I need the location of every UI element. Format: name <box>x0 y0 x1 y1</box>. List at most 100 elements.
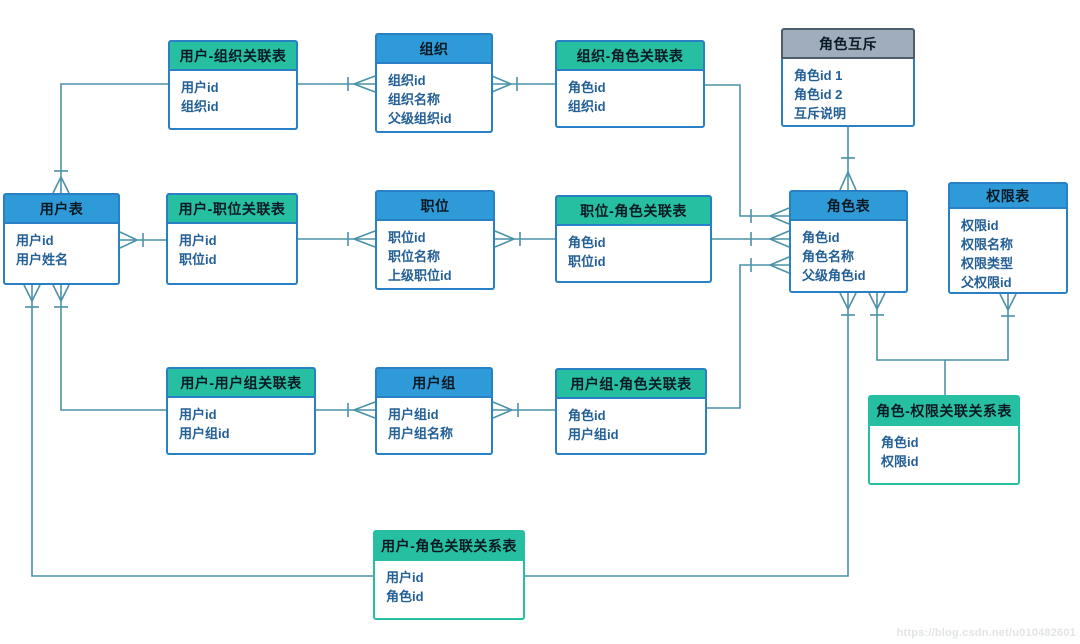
field: 角色id <box>568 80 606 95</box>
crow-foot-marker <box>353 83 376 93</box>
field: 父权限id <box>961 275 1012 290</box>
field: 职位id <box>179 252 217 267</box>
entity-title-user-group: 用户组 <box>375 367 493 398</box>
connector-perm-to-roleperm <box>945 294 1009 361</box>
field: 组织名称 <box>388 92 441 107</box>
field: 角色id <box>881 435 919 450</box>
crow-foot-marker <box>353 75 376 85</box>
crow-foot-marker <box>999 293 1009 311</box>
crow-foot-marker <box>769 238 790 248</box>
crow-foot-marker <box>491 75 512 85</box>
entity-user-group: 用户组用户组id 用户组名称 <box>375 367 493 455</box>
entity-user-role-assoc: 用户-角色关联关系表用户id 角色id <box>373 530 525 620</box>
entity-title-org: 组织 <box>375 33 493 64</box>
crow-foot-marker <box>769 230 790 240</box>
field: 职位id <box>388 230 426 245</box>
field: 权限类型 <box>961 256 1014 271</box>
crow-foot-marker <box>23 284 33 302</box>
connector-orgrole-to-role <box>705 84 789 217</box>
field: 用户id <box>386 570 424 585</box>
field: 用户组id <box>388 407 439 422</box>
entity-fields-role-perm-assoc: 角色id 权限id <box>868 426 1020 485</box>
connector-grouprole-to-role <box>707 264 789 409</box>
entity-fields-user-role-assoc: 用户id 角色id <box>373 561 525 620</box>
crow-foot-marker <box>119 231 138 241</box>
field: 用户组名称 <box>388 426 454 441</box>
field: 用户组id <box>179 426 230 441</box>
crow-foot-marker <box>769 215 790 225</box>
field: 角色id <box>386 589 424 604</box>
field: 角色名称 <box>802 249 855 264</box>
entity-title-group-role-assoc: 用户组-角色关联表 <box>555 368 707 399</box>
crow-foot-marker <box>847 171 857 191</box>
field: 互斥说明 <box>794 106 847 121</box>
field: 角色id 2 <box>794 87 843 102</box>
entity-role-mutex: 角色互斥角色id 1 角色id 2 互斥说明 <box>781 28 915 127</box>
entity-fields-user-org-assoc: 用户id 组织id <box>168 71 298 130</box>
field: 用户id <box>179 233 217 248</box>
field: 职位id <box>568 254 606 269</box>
entity-title-role-table: 角色表 <box>789 190 908 221</box>
field: 角色id <box>802 230 840 245</box>
crow-foot-marker <box>492 409 513 419</box>
entity-user-pos-assoc: 用户-职位关联表用户id 职位id <box>166 193 298 285</box>
entity-title-pos-role-assoc: 职位-角色关联表 <box>555 195 712 226</box>
crow-foot-marker <box>494 238 515 248</box>
entity-title-user-org-assoc: 用户-组织关联表 <box>168 40 298 71</box>
crow-foot-marker <box>839 292 849 310</box>
entity-fields-role-mutex: 角色id 1 角色id 2 互斥说明 <box>781 59 915 127</box>
entity-title-org-role-assoc: 组织-角色关联表 <box>555 40 705 71</box>
entity-title-user-table: 用户表 <box>3 193 120 224</box>
field: 组织id <box>181 99 219 114</box>
entity-title-role-mutex: 角色互斥 <box>781 28 915 59</box>
entity-title-perm-table: 权限表 <box>948 182 1068 209</box>
crow-foot-marker <box>353 238 376 248</box>
field: 组织id <box>388 73 426 88</box>
crow-foot-marker <box>353 409 376 419</box>
crow-foot-marker <box>494 230 515 240</box>
crow-foot-marker <box>876 292 886 310</box>
crow-foot-marker <box>492 401 513 411</box>
entity-title-user-role-assoc: 用户-角色关联关系表 <box>373 530 525 561</box>
crow-foot-marker <box>52 284 62 302</box>
crow-foot-marker <box>868 292 878 310</box>
field: 用户id <box>181 80 219 95</box>
crow-foot-marker <box>491 83 512 93</box>
connector-user-to-usergroupassoc <box>60 285 166 411</box>
entity-title-user-pos-assoc: 用户-职位关联表 <box>166 193 298 224</box>
field: 用户组id <box>568 427 619 442</box>
crow-foot-marker <box>119 239 138 249</box>
field: 权限id <box>881 454 919 469</box>
field: 角色id 1 <box>794 68 843 83</box>
crow-foot-marker <box>769 256 790 266</box>
crow-foot-marker <box>769 207 790 217</box>
crow-foot-marker <box>839 171 849 191</box>
field: 上级职位id <box>388 268 452 283</box>
entity-perm-table: 权限表权限id 权限名称权限类型父权限id <box>948 182 1068 294</box>
entity-user-org-assoc: 用户-组织关联表用户id 组织id <box>168 40 298 130</box>
crow-foot-marker <box>60 284 70 302</box>
connector-user-to-userorg <box>60 83 168 193</box>
crow-foot-marker <box>60 176 70 194</box>
crow-foot-marker <box>353 401 376 411</box>
entity-fields-user-pos-assoc: 用户id 职位id <box>166 224 298 285</box>
field: 权限名称 <box>961 237 1014 252</box>
crow-foot-marker <box>847 292 857 310</box>
field: 权限id <box>961 218 999 233</box>
connector-role-to-roleperm <box>876 293 946 395</box>
